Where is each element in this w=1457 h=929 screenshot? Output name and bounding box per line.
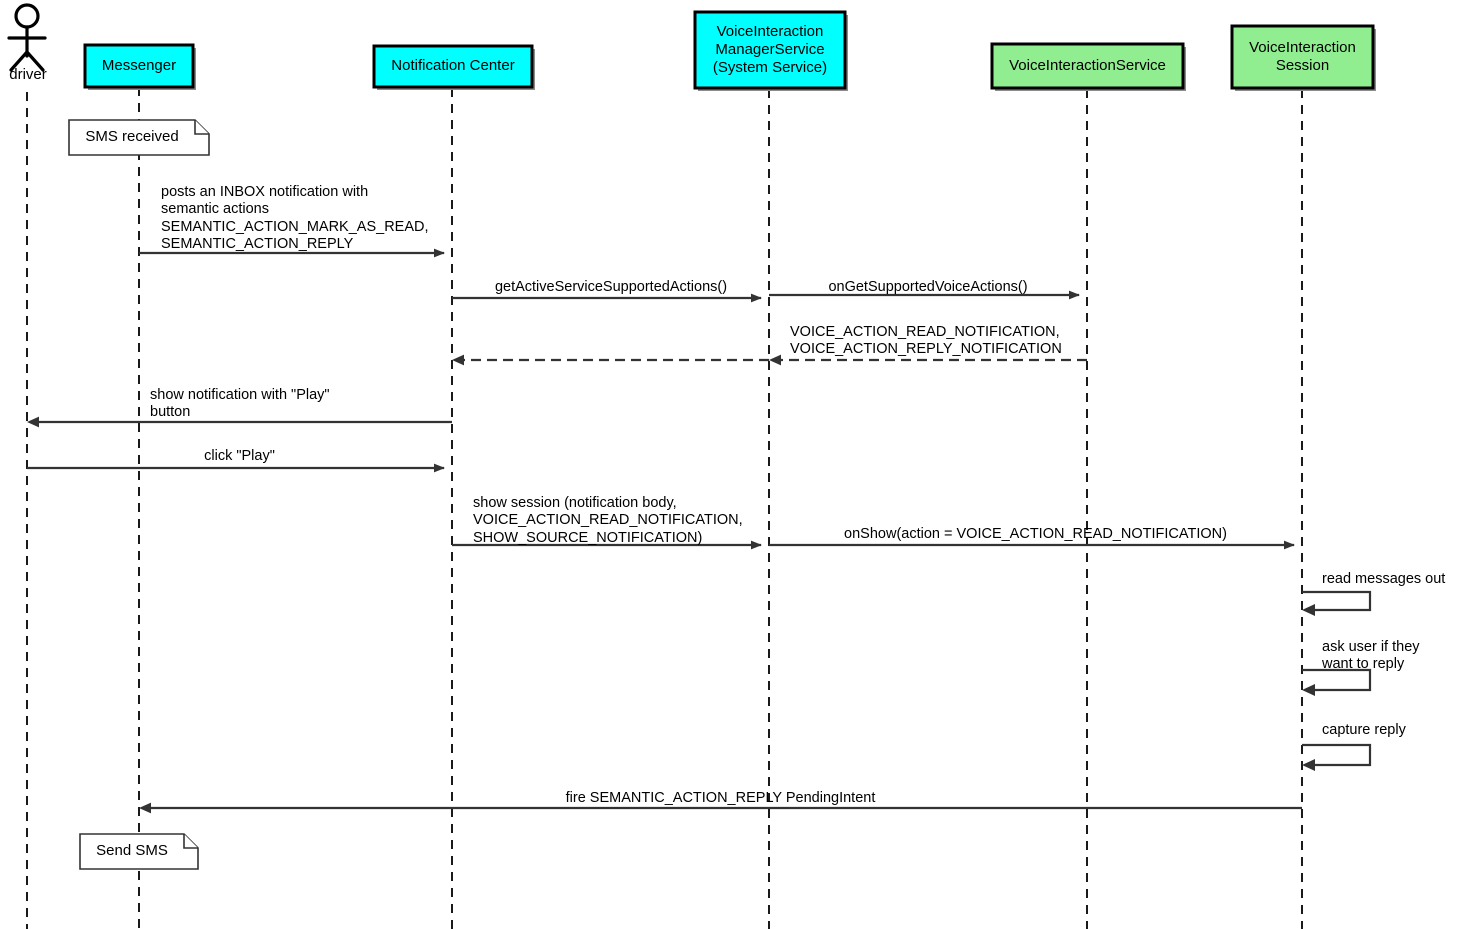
lifelines [26,87,1303,929]
actor-driver-label: driver [9,66,47,83]
note-sms-received-shape [68,119,210,156]
participant-box-voice-interaction-manager-service[interactable] [693,10,847,90]
note-send-sms-shape [79,833,199,870]
arrowhead-fire-semantic-action-reply [139,802,151,814]
participant-label-messenger-text: Messenger [101,56,177,74]
selfloop-capture-reply [1302,743,1372,767]
participant-label-voice-interaction-session-text: VoiceInteraction Session [1249,38,1356,74]
participant-label-voice-interaction-manager-service: VoiceInteraction ManagerService (System … [695,12,845,88]
self-message-loops [1302,590,1372,771]
arrowhead-capture-reply [1302,759,1315,771]
participant-label-messenger: Messenger [85,45,193,87]
message-label-fire-semantic-action-reply: fire SEMANTIC_ACTION_REPLY PendingIntent [565,790,876,806]
message-label-show-session: show session (notification body, VOICE_A… [473,495,743,546]
note-sms-received-label: SMS received [85,128,179,145]
participant-label-voice-interaction-session: VoiceInteraction Session [1232,26,1373,88]
arrowhead-read-messages-out [1302,604,1315,616]
participant-label-voice-interaction-manager-service-text: VoiceInteraction ManagerService (System … [712,22,828,77]
message-label-post-inbox-notification: posts an INBOX notification with semanti… [161,184,429,252]
message-arrows [27,248,1302,814]
participant-box-messenger[interactable] [83,43,195,89]
message-label-on-get-supported-voice-actions: onGetSupportedVoiceActions() [828,279,1028,295]
participant-label-notification-center-text: Notification Center [391,57,515,75]
selfloop-read-messages-out [1302,590,1372,612]
actor-driver-icon [7,3,47,72]
participant-boxes [83,10,1376,91]
self-message-label-capture-reply: capture reply [1322,722,1406,738]
participant-box-notification-center[interactable] [372,44,534,89]
participant-label-notification-center: Notification Center [374,46,532,87]
self-message-label-read-messages-out: read messages out [1322,571,1446,587]
self-message-label-ask-user-reply: ask user if they want to reply [1322,639,1420,673]
selfloop-ask-user-reply [1302,668,1372,692]
arrowhead-return-voice-actions [769,354,781,366]
participant-label-voice-interaction-service: VoiceInteractionService [992,44,1183,88]
participant-box-voice-interaction-service[interactable] [990,42,1185,90]
arrowhead-show-notification-play [27,416,39,428]
message-label-get-active-service-supported-actions: getActiveServiceSupportedActions() [494,279,728,295]
participant-label-voice-interaction-service-text: VoiceInteractionService [1009,56,1166,74]
arrowhead-ask-user-reply [1302,684,1315,696]
message-label-on-show: onShow(action = VOICE_ACTION_READ_NOTIFI… [844,526,1227,542]
message-label-click-play: click "Play" [204,448,275,464]
message-label-show-notification-play: show notification with "Play" button [150,387,330,421]
arrowhead-return-to-notification-center [452,354,464,366]
note-send-sms-label: Send SMS [96,842,168,859]
participant-box-voice-interaction-session[interactable] [1230,24,1375,90]
message-label-return-voice-actions: VOICE_ACTION_READ_NOTIFICATION, VOICE_AC… [790,324,1062,358]
